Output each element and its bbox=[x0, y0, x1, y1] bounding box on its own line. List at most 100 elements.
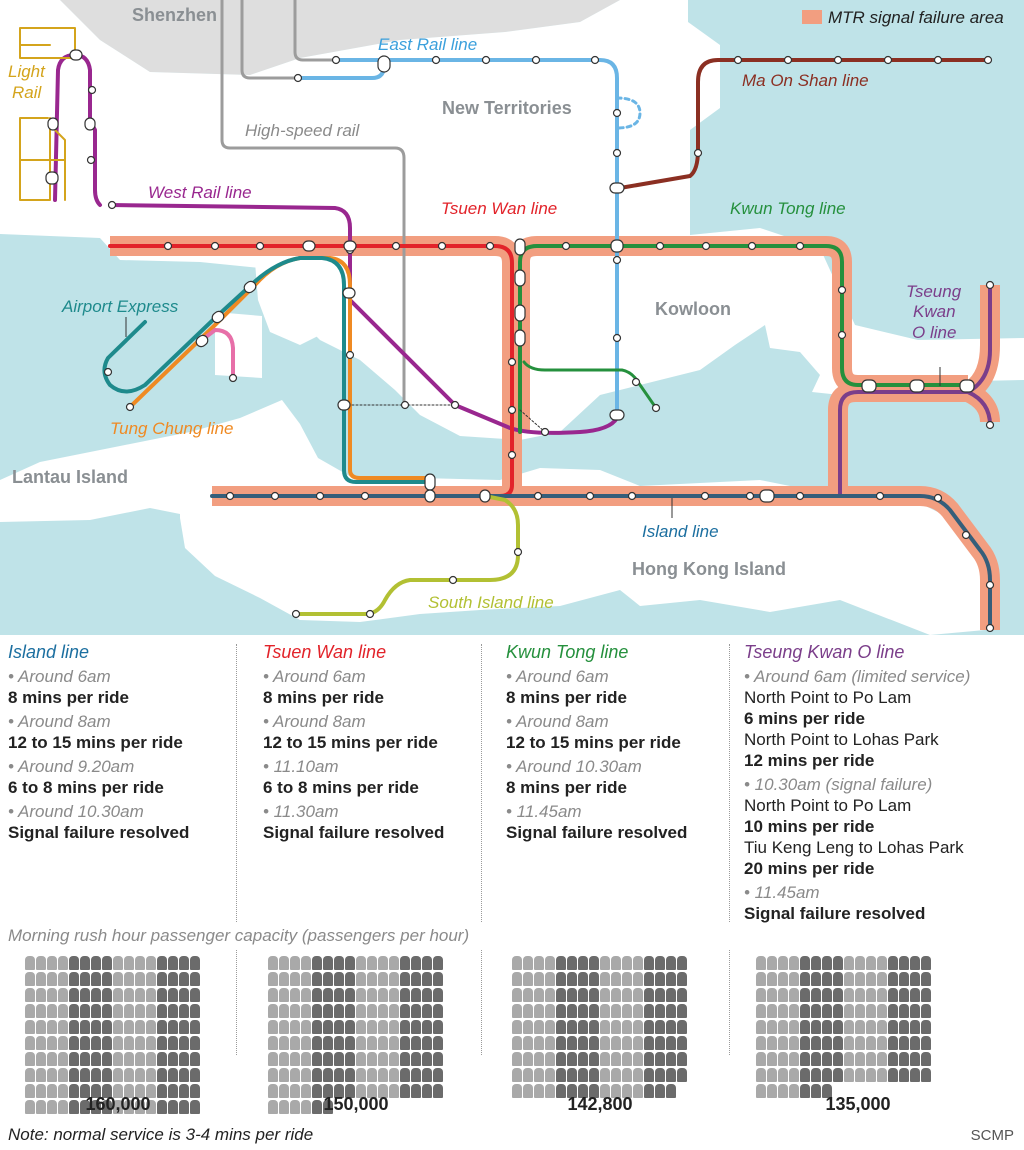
person-icon bbox=[190, 1036, 200, 1050]
label-east-rail: East Rail line bbox=[378, 35, 477, 54]
person-icon bbox=[323, 972, 333, 986]
label-new-territories: New Territories bbox=[442, 98, 572, 118]
person-icon bbox=[589, 1084, 599, 1098]
person-icon bbox=[179, 1020, 189, 1034]
person-icon bbox=[411, 1068, 421, 1082]
person-icon bbox=[899, 956, 909, 970]
person-icon bbox=[411, 988, 421, 1002]
person-icon bbox=[512, 988, 522, 1002]
person-icon bbox=[146, 1004, 156, 1018]
person-icon bbox=[866, 1020, 876, 1034]
person-icon bbox=[422, 988, 432, 1002]
person-icon bbox=[844, 956, 854, 970]
person-icon bbox=[400, 1068, 410, 1082]
person-icon bbox=[677, 1052, 687, 1066]
person-icon bbox=[778, 1036, 788, 1050]
person-icon bbox=[833, 988, 843, 1002]
person-icon bbox=[290, 1068, 300, 1082]
person-icon bbox=[422, 972, 432, 986]
person-icon bbox=[677, 988, 687, 1002]
person-icon bbox=[822, 1020, 832, 1034]
person-icon bbox=[789, 1004, 799, 1018]
capacity-pictogram-tko bbox=[756, 956, 931, 1098]
person-icon bbox=[301, 972, 311, 986]
person-icon bbox=[400, 972, 410, 986]
person-icon bbox=[822, 1004, 832, 1018]
person-icon bbox=[80, 956, 90, 970]
person-icon bbox=[811, 1036, 821, 1050]
person-icon bbox=[69, 1052, 79, 1066]
person-icon bbox=[268, 1020, 278, 1034]
person-icon bbox=[367, 1052, 377, 1066]
person-icon bbox=[888, 972, 898, 986]
person-icon bbox=[767, 956, 777, 970]
person-icon bbox=[611, 1068, 621, 1082]
person-icon bbox=[622, 1036, 632, 1050]
person-icon bbox=[345, 1020, 355, 1034]
capacity-title: Morning rush hour passenger capacity (pa… bbox=[8, 926, 470, 945]
person-icon bbox=[433, 1036, 443, 1050]
island-tsing-yi bbox=[255, 262, 320, 345]
person-icon bbox=[844, 972, 854, 986]
person-icon bbox=[323, 1020, 333, 1034]
person-icon bbox=[179, 988, 189, 1002]
person-icon bbox=[666, 1068, 676, 1082]
person-icon bbox=[611, 1004, 621, 1018]
person-icon bbox=[80, 988, 90, 1002]
person-icon bbox=[866, 1068, 876, 1082]
person-icon bbox=[157, 956, 167, 970]
person-icon bbox=[422, 1052, 432, 1066]
tseung-kwan-o-line-column: Tseung Kwan O line• Around 6am (limited … bbox=[744, 640, 1019, 924]
person-icon bbox=[345, 1036, 355, 1050]
person-icon bbox=[279, 1100, 289, 1114]
person-icon bbox=[633, 972, 643, 986]
person-icon bbox=[600, 988, 610, 1002]
person-icon bbox=[345, 1084, 355, 1098]
person-icon bbox=[822, 1084, 832, 1098]
person-icon bbox=[567, 956, 577, 970]
person-icon bbox=[58, 1068, 68, 1082]
person-icon bbox=[91, 988, 101, 1002]
person-icon bbox=[556, 1020, 566, 1034]
person-icon bbox=[378, 988, 388, 1002]
label-island-line: Island line bbox=[642, 522, 719, 541]
person-icon bbox=[422, 1084, 432, 1098]
person-icon bbox=[190, 1084, 200, 1098]
label-tko-2: Kwan bbox=[913, 302, 956, 321]
person-icon bbox=[157, 1036, 167, 1050]
service-frequency: 10 mins per ride bbox=[744, 817, 875, 836]
service-frequency: Signal failure resolved bbox=[744, 904, 926, 923]
person-icon bbox=[146, 1052, 156, 1066]
person-icon bbox=[822, 1052, 832, 1066]
route-segment: North Point to Lohas Park bbox=[744, 730, 939, 749]
person-icon bbox=[789, 1068, 799, 1082]
person-icon bbox=[844, 1020, 854, 1034]
person-icon bbox=[157, 988, 167, 1002]
person-icon bbox=[312, 1100, 322, 1114]
person-icon bbox=[58, 1020, 68, 1034]
person-icon bbox=[102, 1052, 112, 1066]
label-hsr: High-speed rail bbox=[245, 121, 361, 140]
person-icon bbox=[334, 972, 344, 986]
person-icon bbox=[910, 972, 920, 986]
person-icon bbox=[47, 972, 57, 986]
person-icon bbox=[135, 1020, 145, 1034]
person-icon bbox=[124, 1100, 134, 1114]
person-icon bbox=[69, 1100, 79, 1114]
person-icon bbox=[323, 1036, 333, 1050]
person-icon bbox=[80, 1020, 90, 1034]
label-lantau: Lantau Island bbox=[12, 467, 128, 487]
person-icon bbox=[102, 972, 112, 986]
person-icon bbox=[323, 1052, 333, 1066]
person-icon bbox=[80, 1052, 90, 1066]
person-icon bbox=[91, 1036, 101, 1050]
person-icon bbox=[25, 1020, 35, 1034]
person-icon bbox=[389, 972, 399, 986]
person-icon bbox=[545, 1052, 555, 1066]
person-icon bbox=[312, 988, 322, 1002]
person-icon bbox=[389, 1036, 399, 1050]
person-icon bbox=[113, 1004, 123, 1018]
person-icon bbox=[578, 988, 588, 1002]
person-icon bbox=[356, 988, 366, 1002]
